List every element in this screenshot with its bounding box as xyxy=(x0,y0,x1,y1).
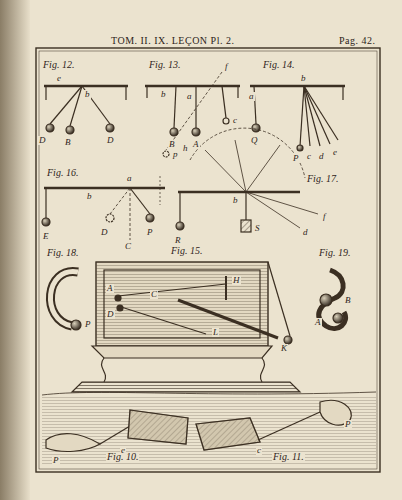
letter-callout: D xyxy=(100,228,109,237)
letter-callout: f xyxy=(224,62,229,71)
letter-callout: K xyxy=(280,344,288,353)
letter-callout: P xyxy=(344,420,352,429)
letter-callout: B xyxy=(168,140,176,149)
letter-callout: S xyxy=(254,224,261,233)
letter-callout: E xyxy=(42,232,50,241)
letter-callout: A xyxy=(106,284,114,293)
letter-callout: A xyxy=(192,140,200,149)
letter-callout: b xyxy=(86,192,93,201)
letter-callout: D xyxy=(106,310,115,319)
letter-callout: P xyxy=(292,154,300,163)
figure-number: Fig. 19. xyxy=(318,248,351,258)
letter-callout: b xyxy=(84,90,91,99)
letter-callout: e xyxy=(120,446,126,455)
letter-callout: P xyxy=(84,320,92,329)
figure-number: Fig. 14. xyxy=(262,60,295,70)
letter-callout: P xyxy=(146,228,154,237)
letter-callout: L xyxy=(212,328,219,337)
figure-number: Fig. 17. xyxy=(306,174,339,184)
letter-callout: b xyxy=(300,74,307,83)
letter-callout: b xyxy=(160,90,167,99)
letter-callout: h xyxy=(182,144,189,153)
figure-number: Fig. 12. xyxy=(42,60,75,70)
header: Pag. 42. xyxy=(338,36,377,46)
figure-number: Fig. 16. xyxy=(46,168,79,178)
figure-number: Fig. 13. xyxy=(148,60,181,70)
letter-callout: H xyxy=(232,276,241,285)
letter-callout: a xyxy=(248,92,255,101)
letter-callout: A xyxy=(314,318,322,327)
letter-callout: B xyxy=(64,138,72,147)
letter-callout: B xyxy=(344,296,352,305)
figure-number: Fig. 15. xyxy=(170,246,203,256)
letter-callout: D xyxy=(106,136,115,145)
letter-callout: e xyxy=(332,148,338,157)
letter-callout: p xyxy=(172,150,179,159)
letter-callout: Q xyxy=(250,136,259,145)
letter-callout: b xyxy=(232,196,239,205)
letter-callout: c xyxy=(306,152,312,161)
letter-callout: C xyxy=(150,290,158,299)
letter-callout: e xyxy=(56,74,62,83)
letter-callout: P xyxy=(52,456,60,465)
letter-callout: c xyxy=(232,116,238,125)
letter-callout: d xyxy=(318,152,325,161)
letter-callout: a xyxy=(186,92,193,101)
letter-callout: c xyxy=(256,446,262,455)
header: TOM. II. IX. LEÇON Pl. 2. xyxy=(110,36,235,46)
letter-callout: f xyxy=(322,212,327,221)
letter-callout: C xyxy=(124,242,132,251)
letter-callout: d xyxy=(302,228,309,237)
letter-callout: a xyxy=(126,174,133,183)
figure-number: Fig. 18. xyxy=(46,248,79,258)
letter-callout: R xyxy=(174,236,182,245)
letter-callout: D xyxy=(38,136,47,145)
figure-number: Fig. 11. xyxy=(272,452,305,462)
